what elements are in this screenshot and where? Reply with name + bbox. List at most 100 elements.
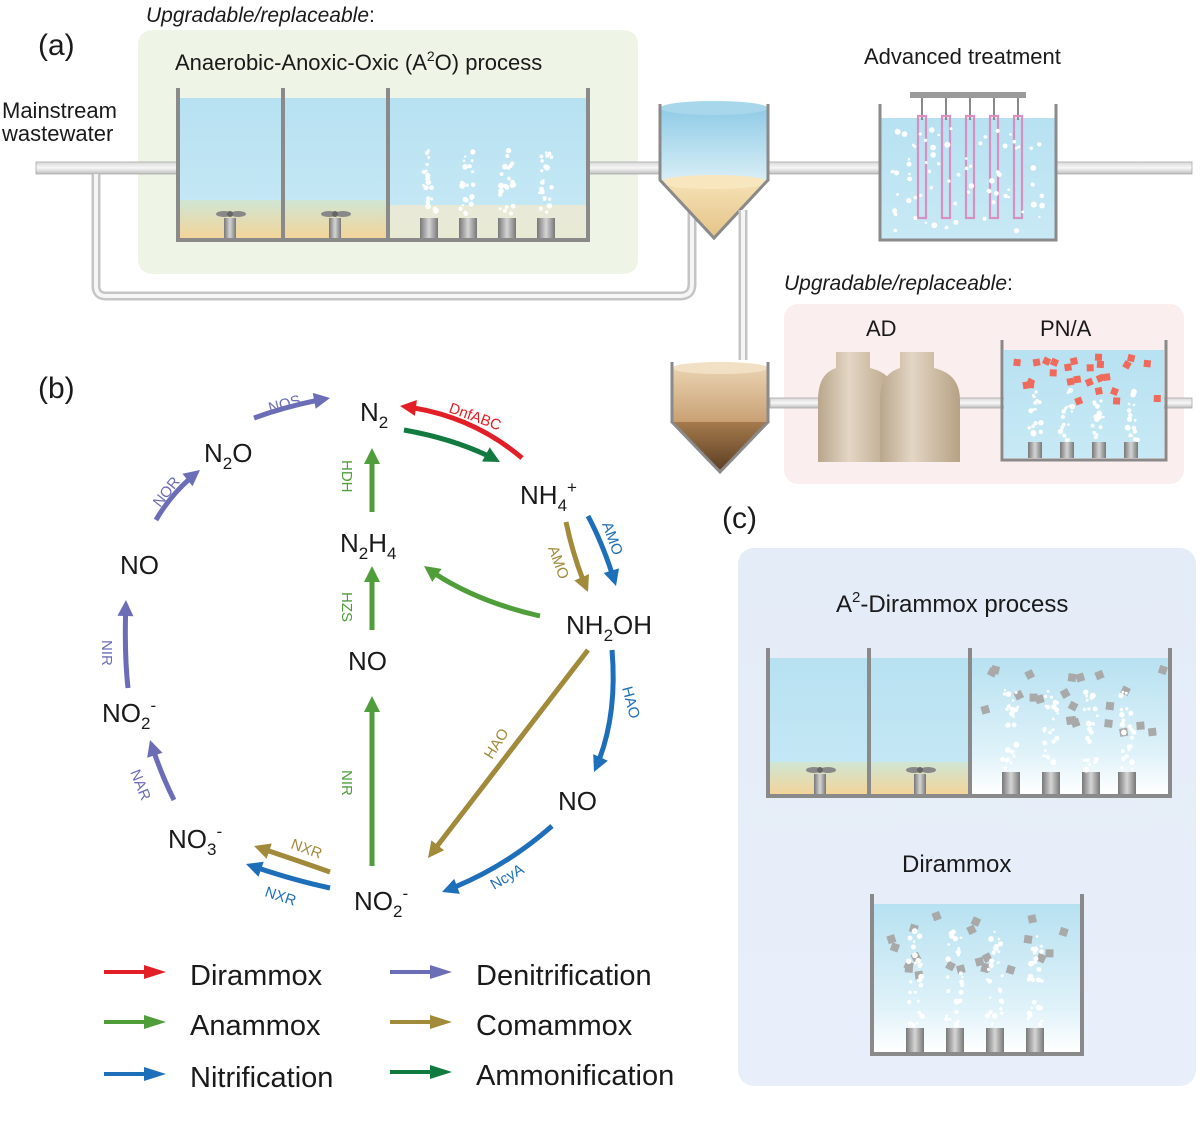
bubble (539, 189, 545, 195)
bubble (1033, 421, 1038, 426)
bubble (946, 989, 951, 993)
bubble (1135, 437, 1140, 443)
arrow-no2-to-no3-comammox (253, 843, 331, 875)
bubble (1093, 760, 1097, 764)
bubble (1083, 766, 1089, 773)
bubble (909, 980, 913, 984)
bubble (997, 937, 1001, 941)
biocarrier-cube (945, 960, 956, 972)
bubble (1042, 740, 1047, 746)
bubble (982, 216, 987, 221)
bubble (910, 944, 917, 950)
bubble (1029, 146, 1033, 150)
biocarrier-cube (1032, 358, 1041, 367)
species-n2h4: N2H4 (340, 528, 397, 563)
bubble (906, 197, 912, 204)
bubble (989, 996, 992, 999)
bubble (427, 155, 431, 159)
biocarrier-cube (1157, 664, 1168, 676)
bubble (1028, 408, 1034, 414)
bubble (425, 172, 431, 178)
bubble (997, 941, 1004, 947)
bubble (927, 169, 932, 174)
biocarrier-cube (1026, 380, 1035, 389)
panel-a: (a) Upgradable/replaceable: Anaerobic-An… (1, 4, 1193, 484)
bubble (966, 190, 971, 194)
arrow-no-to-n2o (153, 468, 202, 522)
biocarrier-cube (1147, 727, 1157, 737)
bubble (1087, 707, 1091, 711)
bubble (1119, 712, 1125, 718)
bubble (1127, 724, 1132, 729)
bubble (1026, 977, 1031, 982)
bubble (1036, 966, 1042, 972)
bubble (1085, 698, 1089, 702)
biocarrier-cube (1066, 377, 1075, 386)
bubble (547, 151, 552, 156)
mixer-icon (806, 767, 836, 794)
legend-item-ammonification: Ammonification (390, 1060, 674, 1092)
bubble (944, 1016, 949, 1022)
bubble (1039, 202, 1045, 209)
arrow-no2-to-no (117, 599, 134, 689)
biocarrier-cube (1104, 719, 1113, 728)
bubble (1034, 390, 1038, 394)
bubble (1039, 950, 1043, 953)
biocarrier-cube (1005, 964, 1016, 975)
panel-c: (c) A2-Dirammox process (722, 502, 1196, 1086)
bubble (991, 200, 996, 205)
bubble (956, 953, 961, 957)
advanced-treatment-label: Advanced treatment (864, 44, 1061, 69)
bubble (1127, 416, 1133, 422)
bubble (464, 155, 467, 158)
bubble (504, 184, 510, 190)
bubble (1049, 695, 1053, 699)
secondary-clarifier (658, 101, 770, 241)
bubble (463, 211, 469, 216)
bubble (545, 154, 550, 158)
diffuser-icon (498, 218, 516, 238)
bubble (957, 998, 963, 1004)
biocarrier-cube (956, 964, 966, 975)
enzyme-nir-left: NIR (98, 640, 115, 666)
bubble (1011, 699, 1015, 702)
bubble (499, 172, 504, 177)
bubble (1038, 429, 1043, 435)
bubble (993, 944, 999, 949)
biocarrier-cube (1112, 397, 1121, 405)
bubble (430, 197, 434, 201)
bubble (1131, 729, 1137, 735)
diffuser-icon (537, 218, 555, 238)
bubble (1124, 691, 1128, 695)
bubble (923, 138, 928, 142)
bubble (1130, 391, 1136, 398)
bubble (540, 159, 544, 163)
panel-b: (b) N2 N2O NH4+ N2H4 NO NH2OH NO NO2- NO… (38, 372, 674, 1094)
bubble (1030, 1006, 1034, 1010)
bubble (544, 164, 550, 171)
aeration-bubbles (1027, 387, 1140, 443)
aeration-bubbles (890, 127, 1045, 234)
enzyme-nar: NAR (126, 767, 154, 803)
a2-dirammox-title: A2-Dirammox process (836, 589, 1068, 618)
bubble (425, 203, 431, 210)
diffuser-icon (986, 1028, 1004, 1052)
bubble (944, 225, 949, 230)
bubble (1099, 399, 1103, 403)
mixer-icon (321, 211, 351, 238)
bubble (1031, 424, 1035, 429)
species-no-right: NO (558, 786, 597, 816)
species-no3: NO3- (168, 822, 222, 859)
biocarrier-cube (1153, 394, 1161, 403)
bubble (917, 977, 923, 983)
bubble (1012, 715, 1016, 718)
bubble (1035, 1004, 1042, 1011)
biocarrier-cube (1102, 373, 1111, 382)
enzyme-amo-left: AMO (544, 544, 572, 582)
dirammox-tank (870, 894, 1084, 1056)
bubble (1035, 935, 1039, 938)
bubble (462, 196, 468, 202)
bubble (425, 179, 431, 185)
bubble (930, 152, 936, 158)
bubble (961, 975, 964, 979)
